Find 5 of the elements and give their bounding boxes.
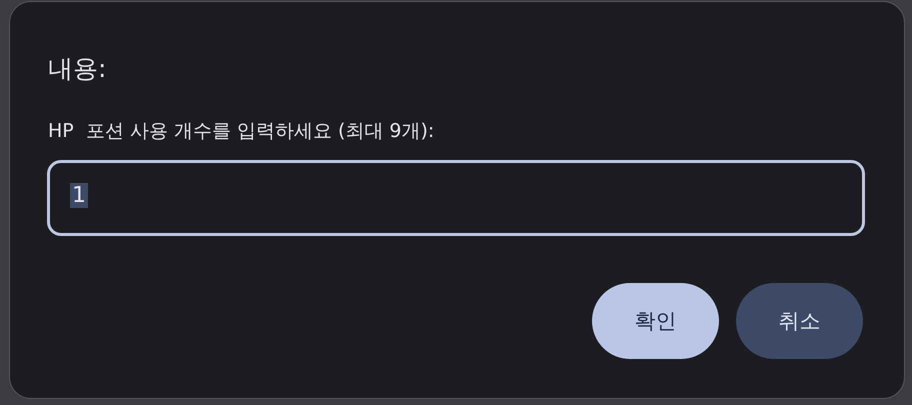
dialog-title: 내용:	[48, 53, 106, 85]
cancel-button: 취소	[736, 283, 863, 359]
input-field: 1	[47, 160, 865, 236]
prompt-text: HP 포션 사용 개수를 입력하세요 (최대 9개):	[48, 119, 434, 144]
confirm-button: 확인	[592, 283, 719, 359]
